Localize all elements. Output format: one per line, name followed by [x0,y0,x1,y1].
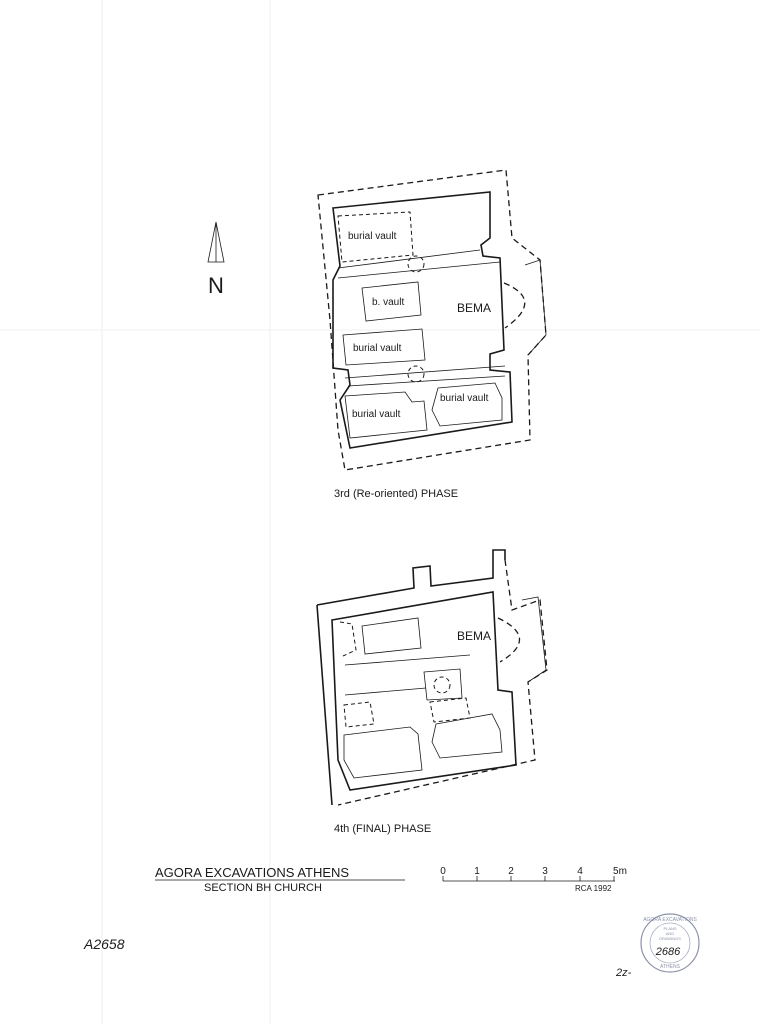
burial-vault-top [337,211,414,263]
stamp-bottom-text: ATHENS [660,964,681,970]
scale-credit: RCA 1992 [575,884,612,893]
pillar-circle [407,255,425,273]
label-bema-4th: BEMA [457,629,491,643]
scale-tick-2: 2 [508,866,514,877]
catalog-number: A2658 [83,936,125,952]
burial-vault-bottom-right-box [431,382,503,427]
north-label: N [208,273,224,298]
scale-tick-1: 1 [474,866,480,877]
plan-3rd-phase: burial vault b. vault BEMA burial vault … [317,169,547,500]
scale-tick-4: 4 [577,866,583,877]
north-arrow-icon: N [207,221,225,298]
inner-wall-solid [332,191,513,449]
burial-vault-mid-box [342,328,426,366]
stamp-inner-line-2: AND [666,931,675,936]
label-burial-vault-mid: burial vault [353,343,402,354]
corner-note: 2z- [615,967,632,979]
label-b-vault: b. vault [372,297,404,308]
altar-circle [433,676,451,694]
label-burial-vault-bottom-left: burial vault [352,409,401,420]
burial-vault-bottom-left-box [344,391,428,439]
drawing-subtitle: SECTION BH CHURCH [204,882,322,894]
caption-4th-phase: 4th (FINAL) PHASE [334,823,431,835]
scale-tick-3: 3 [542,866,548,877]
drawing-title: AGORA EXCAVATIONS ATHENS [155,865,349,880]
inner-wall-solid [331,591,517,791]
outer-wall-solid [316,549,506,806]
bema-apse [497,617,521,663]
pillar-circle [407,365,425,383]
plan-4th-phase: BEMA 4th (FINAL) PHASE [316,549,548,835]
archive-stamp: AGORA EXCAVATIONS PLANS AND DRAWINGS 268… [640,913,700,973]
altar-square [423,668,463,701]
bema-apse [503,282,526,329]
outer-wall-dashed [337,559,548,806]
scale-tick-5m: 5m [613,866,627,877]
stamp-number: 2686 [655,946,681,958]
stamp-ring-text: AGORA EXCAVATIONS [643,917,697,923]
title-block: AGORA EXCAVATIONS ATHENS SECTION BH CHUR… [155,865,405,894]
scale-tick-0: 0 [440,866,446,877]
caption-3rd-phase: 3rd (Re-oriented) PHASE [334,488,458,500]
scale-bar: 0 1 2 3 4 5m RCA 1992 [440,866,627,893]
label-burial-vault-bottom-right: burial vault [440,393,489,404]
label-burial-vault-top: burial vault [348,231,397,242]
label-bema-3rd: BEMA [457,301,491,315]
b-vault-box [361,281,422,322]
stamp-inner-line-3: DRAWINGS [659,936,681,941]
stamp-inner-line-1: PLANS [663,926,676,931]
